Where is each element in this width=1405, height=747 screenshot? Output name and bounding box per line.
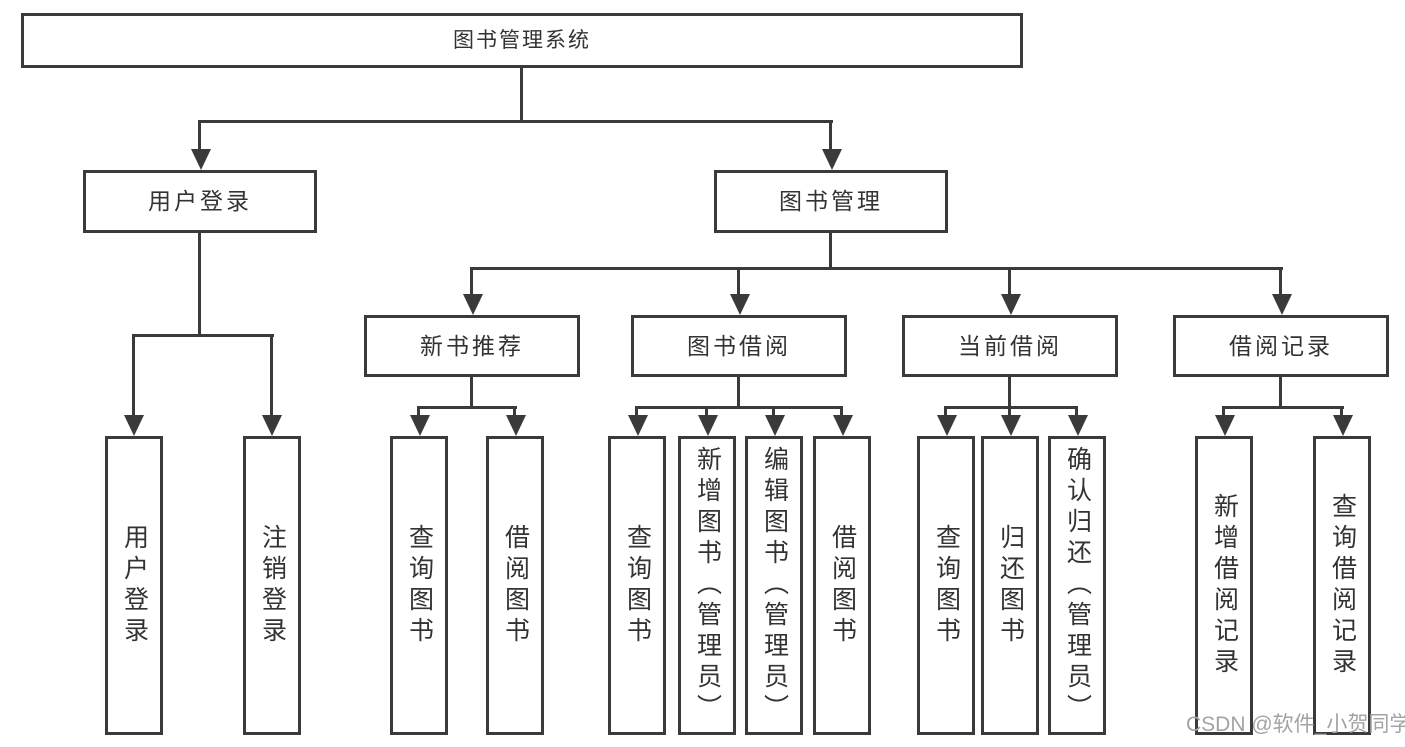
connector-level3-rail [470,267,1283,270]
leaf-add-book-admin-label: 新增图书（管理员） [693,446,722,725]
arrowhead-book-management [822,149,842,170]
connector-stem-query-books-c [944,406,947,418]
leaf-query-borrow-record: 查询借阅记录 [1313,436,1371,735]
node-current-borrow-label: 当前借阅 [958,332,1062,359]
leaf-query-books-c-label: 查询图书 [932,523,961,648]
connector-stem-add-book [705,406,708,418]
arrowhead-edit-book [765,415,785,436]
arrowhead-current-borrow [1001,294,1021,315]
arrowhead-borrow-books-b [833,415,853,436]
arrowhead-return-book [1001,415,1021,436]
connector-stem-query-borrow-record [1340,406,1343,418]
connector-stem-new-book [470,267,473,296]
connector-stem-current-borrow [1008,267,1011,296]
leaf-add-book-admin: 新增图书（管理员） [678,436,736,735]
connector-stem-book-borrow [737,267,740,296]
connector-stem-borrow-books-b [840,406,843,418]
connector-stem-borrow-books-a [513,406,516,418]
connector-stem-edit-book [772,406,775,418]
leaf-user-login-label: 用户登录 [120,523,149,648]
connector-stem-add-borrow-record [1222,406,1225,418]
node-user-login: 用户登录 [83,170,317,233]
connector-stem-leaf-logout [270,334,273,418]
arrowhead-user-login [191,149,211,170]
leaf-add-borrow-record: 新增借阅记录 [1195,436,1253,735]
leaf-confirm-return-admin: 确认归还（管理员） [1048,436,1106,735]
leaf-confirm-return-admin-label: 确认归还（管理员） [1063,446,1092,725]
leaf-borrow-books-b-label: 借阅图书 [828,523,857,648]
connector-new-book-stem [470,377,473,408]
arrowhead-add-borrow-record [1215,415,1235,436]
connector-stem-return-book [1008,406,1011,418]
connector-current-borrow-stem [1008,377,1011,408]
connector-user-login-rail [132,334,274,337]
connector-stem-query-books-a [417,406,420,418]
arrowhead-query-borrow-record [1333,415,1353,436]
leaf-query-books-b: 查询图书 [608,436,666,735]
leaf-query-books-b-label: 查询图书 [623,523,652,648]
connector-level2-rail [198,120,833,123]
watermark: CSDN @软件_小贺同学 [1186,713,1405,736]
connector-stem-user-login [198,120,201,152]
arrowhead-leaf-user-login [124,415,144,436]
node-new-book-recommend: 新书推荐 [364,315,580,377]
node-borrow-records-label: 借阅记录 [1229,332,1333,359]
leaf-edit-book-admin-label: 编辑图书（管理员） [760,446,789,725]
leaf-query-books-a-label: 查询图书 [405,523,434,648]
leaf-return-book-label: 归还图书 [996,523,1025,648]
arrowhead-borrow-records [1272,294,1292,315]
leaf-borrow-books-b: 借阅图书 [813,436,871,735]
node-book-management: 图书管理 [714,170,948,233]
arrowhead-add-book [698,415,718,436]
leaf-return-book: 归还图书 [981,436,1039,735]
arrowhead-query-books-c [937,415,957,436]
leaf-edit-book-admin: 编辑图书（管理员） [745,436,803,735]
leaf-query-books-c: 查询图书 [917,436,975,735]
leaf-borrow-books-a: 借阅图书 [486,436,544,735]
node-book-borrow: 图书借阅 [631,315,847,377]
leaf-add-borrow-record-label: 新增借阅记录 [1210,492,1239,679]
node-user-login-label: 用户登录 [148,188,252,214]
node-book-borrow-label: 图书借阅 [687,332,791,359]
node-current-borrow: 当前借阅 [902,315,1118,377]
connector-borrow-records-rail [1222,406,1344,409]
arrowhead-borrow-books-a [506,415,526,436]
node-new-book-recommend-label: 新书推荐 [420,332,524,359]
arrowhead-book-borrow [730,294,750,315]
arrowhead-confirm-return [1068,415,1088,436]
connector-current-borrow-rail [944,406,1078,409]
arrowhead-leaf-logout [262,415,282,436]
node-root: 图书管理系统 [21,13,1023,68]
leaf-logout: 注销登录 [243,436,301,735]
connector-borrow-records-stem [1279,377,1282,408]
connector-stem-book-management [829,120,832,152]
node-root-label: 图书管理系统 [453,29,591,52]
connector-stem-borrow-records [1279,267,1282,296]
connector-user-login-stem [198,233,201,336]
connector-root-stem [520,68,523,122]
arrowhead-new-book [463,294,483,315]
leaf-query-borrow-record-label: 查询借阅记录 [1328,492,1357,679]
node-book-management-label: 图书管理 [779,188,883,214]
connector-stem-leaf-user-login [132,334,135,418]
connector-book-management-stem [829,233,832,269]
leaf-query-books-a: 查询图书 [390,436,448,735]
leaf-borrow-books-a-label: 借阅图书 [501,523,530,648]
leaf-user-login: 用户登录 [105,436,163,735]
node-borrow-records: 借阅记录 [1173,315,1389,377]
arrowhead-query-books-a [410,415,430,436]
connector-stem-query-books-b [635,406,638,418]
leaf-logout-label: 注销登录 [258,523,287,648]
connector-book-borrow-stem [737,377,740,408]
connector-new-book-rail [417,406,517,409]
connector-book-borrow-rail [635,406,843,409]
connector-stem-confirm-return [1075,406,1078,418]
arrowhead-query-books-b [628,415,648,436]
